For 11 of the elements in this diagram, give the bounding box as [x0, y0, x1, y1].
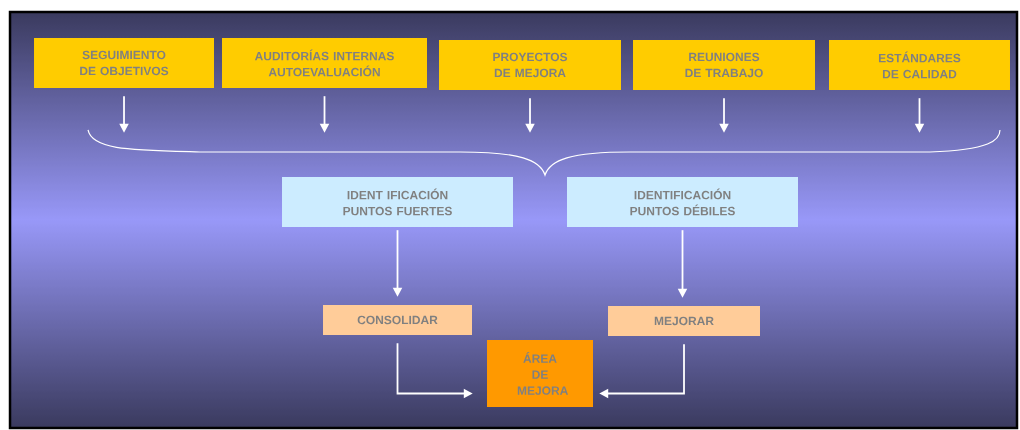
brace — [87, 129, 1001, 176]
top-box: PROYECTOS DE MEJORA — [439, 40, 621, 90]
action-box: CONSOLIDAR — [323, 305, 472, 335]
top-box: REUNIONES DE TRABAJO — [633, 40, 815, 90]
identification-box: IDENT IFICACIÓN PUNTOS FUERTES — [282, 177, 513, 227]
top-box: SEGUIMIENTO DE OBJETIVOS — [34, 38, 214, 88]
top-box: AUDITORÍAS INTERNAS AUTOEVALUACIÓN — [222, 38, 427, 88]
top-box: ESTÁNDARES DE CALIDAD — [829, 40, 1010, 90]
result-box: ÁREA DE MEJORA — [487, 340, 593, 407]
action-box: MEJORAR — [608, 306, 760, 336]
identification-box: IDENTIFICACIÓN PUNTOS DÉBILES — [567, 177, 798, 227]
